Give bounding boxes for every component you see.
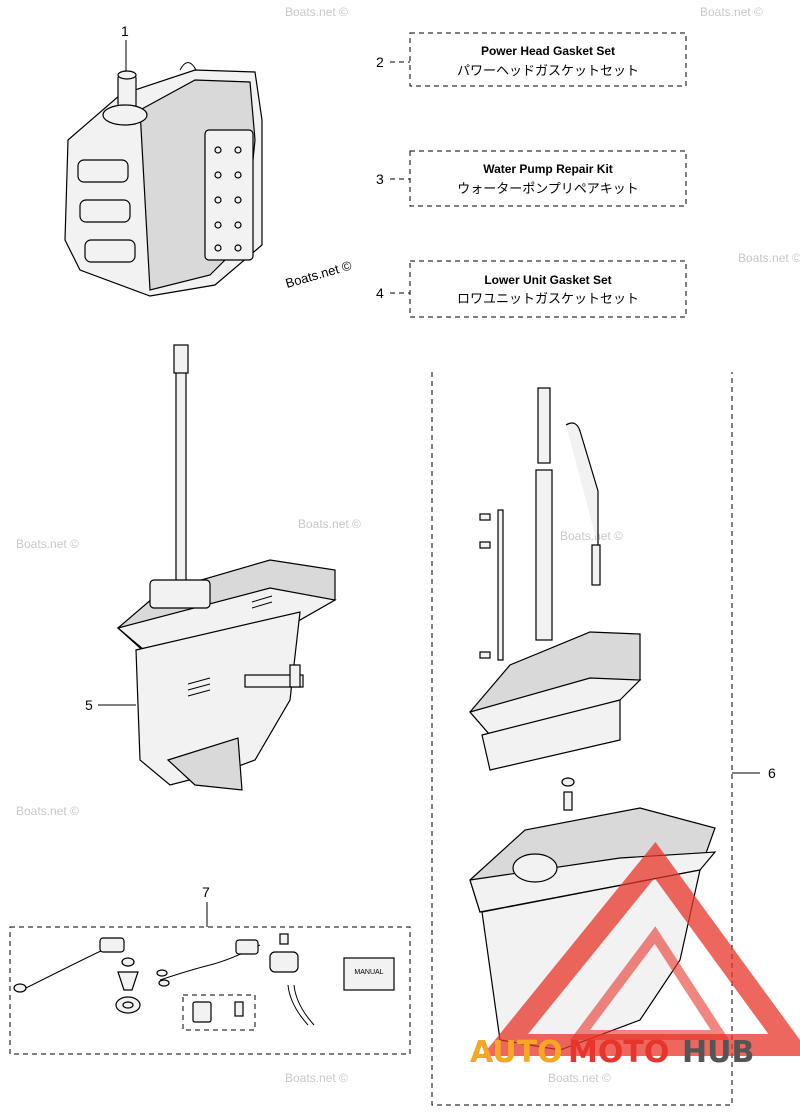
watermark: Boats.net © [298, 517, 361, 531]
kit-jp-title: ロワユニットガスケットセット [457, 292, 639, 307]
callout-2: 2 [376, 54, 384, 70]
kit-lower-unit-gasket-set: 4 Lower Unit Gasket Set ロワユニットガスケットセット [376, 260, 687, 318]
watermark: Boats.net © [285, 1071, 348, 1085]
lower-unit-assembly: 5 [85, 344, 337, 791]
callout-1: 1 [121, 23, 129, 39]
kit-title: Lower Unit Gasket Set [484, 273, 611, 287]
power-head-bolts [214, 146, 242, 252]
watermark: Boats.net © [738, 251, 800, 265]
callout-3: 3 [376, 171, 384, 187]
brand-moto: MOTO [568, 1035, 669, 1070]
automotohub-logo: AUTO MOTO HUB [470, 841, 800, 1070]
logo-triangle [481, 841, 800, 1056]
watermarks: Boats.net © Boats.net © Boats.net © Boat… [16, 5, 800, 1085]
watermark: Boats.net © [548, 1071, 611, 1085]
callout-4: 4 [376, 285, 384, 301]
watermark: Boats.net © [560, 529, 623, 543]
brand-auto: AUTO [470, 1035, 563, 1070]
kit-title: Power Head Gasket Set [481, 44, 615, 58]
credit-label: Boats.net © [284, 258, 354, 291]
callout-5: 5 [85, 697, 93, 713]
watermark: Boats.net © [16, 537, 79, 551]
power-head: 1 [64, 23, 263, 297]
brand-hub: HUB [682, 1035, 754, 1070]
watermark: Boats.net © [285, 5, 348, 19]
callout-6: 6 [768, 765, 776, 781]
callout-7: 7 [202, 884, 210, 900]
kit-jp-title: パワーヘッドガスケットセット [457, 64, 639, 79]
logo-inner-triangle [570, 926, 730, 1040]
kit-water-pump-repair-kit: 3 Water Pump Repair Kit ウォーターポンプリペアキット [376, 150, 687, 207]
watermark: Boats.net © [16, 804, 79, 818]
manual-booklet [343, 957, 395, 991]
manual-label: MANUAL [354, 969, 383, 976]
accessory-kit: 7 MANUAL [9, 884, 411, 1055]
kit-jp-title: ウォーターポンプリペアキット [457, 182, 639, 197]
kit-power-head-gasket-set: 2 Power Head Gasket Set パワーヘッドガスケットセット [376, 32, 687, 87]
watermark: Boats.net © [700, 5, 763, 19]
kit-title: Water Pump Repair Kit [483, 162, 613, 176]
lower-unit-vents [187, 595, 273, 697]
